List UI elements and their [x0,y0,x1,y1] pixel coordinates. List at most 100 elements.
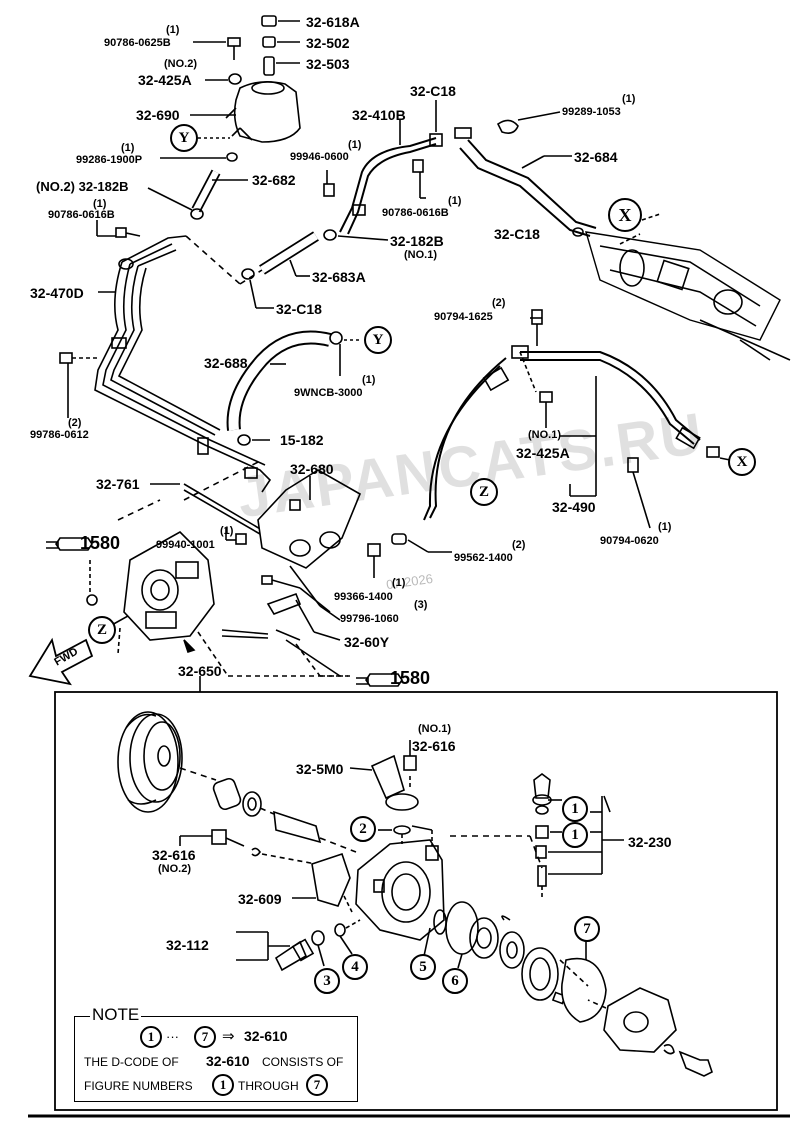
label-32-182B-right: 32-182B [390,233,444,249]
qty-99786-0612: (2) [68,417,82,429]
callout-1-b: 1 [562,822,588,848]
label-32-470D: 32-470D [30,285,84,301]
pump-housing [355,825,445,941]
qty-99940: (1) [220,525,234,537]
label-32-410B: 32-410B [352,107,406,123]
callout-5: 5 [410,954,436,980]
reservoir-tank [190,80,301,143]
label-32-490: 32-490 [552,499,596,515]
label-99286-1900P: 99286-1900P [76,154,143,166]
label-32-425A-right: 32-425A [516,445,570,461]
qty-9WNCB: (1) [362,374,376,386]
qualifier-no2-a: (NO.2) [164,58,197,70]
qty-99289: (1) [622,93,636,105]
label-32-616-top: 32-616 [412,738,456,754]
label-99366-1400: 99366-1400 [334,591,393,603]
qty-90786-0616B: (1) [93,198,107,210]
qty-90794-1625: (2) [492,297,506,309]
pressure-hose [367,309,731,578]
pump-pulley [117,711,183,813]
suction-hose [226,330,360,446]
label-32-182B-top: (NO.2) 32-182B [36,179,129,194]
qualifier-no2-b: (NO.2) [158,863,191,875]
callout-1-a: 1 [562,796,588,822]
label-32-C18-mid: 32-C18 [276,301,322,317]
note-line3-to: 7 [306,1074,328,1096]
label-32-683A: 32-683A [312,269,366,285]
qty-99286: (1) [121,142,135,154]
callout-x-right: X [728,448,756,476]
note-title: NOTE [90,1005,142,1024]
label-32-684: 32-684 [574,149,618,165]
qualifier-no1-a: (NO.1) [404,249,437,261]
return-hose-to-gear [454,111,597,237]
label-99562-1400: 99562-1400 [454,552,513,564]
note-circle-from: 1 [140,1026,162,1048]
label-99940-1001: 99940-1001 [156,539,215,551]
qualifier-no1-b: (NO.1) [528,429,561,441]
qty-90794-0620: (1) [658,521,672,533]
qualifier-32-616-top: (NO.1) [418,723,451,735]
callout-7: 7 [574,916,600,942]
note-target: 32-610 [244,1028,288,1044]
note-line3-pre: FIGURE NUMBERS [84,1079,193,1093]
ref-1580-bottom: 1580 [390,668,431,688]
label-32-650: 32-650 [178,663,222,679]
label-32-502: 32-502 [306,35,350,51]
label-32-616-left: 32-616 [152,847,196,863]
ref-1580-left: 1580 [80,533,121,553]
callout-3: 3 [314,968,340,994]
label-32-230: 32-230 [628,834,672,850]
callout-z-mid: Z [470,478,498,506]
return-hose [323,100,443,241]
label-32-503: 32-503 [306,56,350,72]
note-arrow: ⇒ [222,1028,235,1045]
flow-control-valve-parts [450,773,624,900]
label-32-609: 32-609 [238,891,282,907]
note-line3-mid: THROUGH [238,1079,299,1093]
callout-6: 6 [442,968,468,994]
label-32-5M0: 32-5M0 [296,761,344,777]
label-90786-0616B-right: 90786-0616B [382,207,449,219]
label-32-688: 32-688 [204,355,248,371]
note-range-dots: ··· [166,1029,179,1044]
qty-99946: (1) [348,139,362,151]
pump-bracket [225,469,362,569]
note-line3-from: 1 [212,1074,234,1096]
rotor-set [423,901,607,1023]
label-99946-0600: 99946-0600 [290,151,349,163]
label-32-618A: 32-618A [306,14,360,30]
qty-90786-0625B: (1) [166,24,180,36]
label-90786-0625B: 90786-0625B [104,37,171,49]
label-90794-0620: 90794-0620 [600,535,659,547]
label-32-761: 32-761 [96,476,140,492]
note-box [74,1016,358,1102]
label-90794-1625: 90794-1625 [434,311,493,323]
note-circle-to: 7 [194,1026,216,1048]
label-32-60Y: 32-60Y [344,634,390,650]
callout-y-mid: Y [364,326,392,354]
label-32-C18-right: 32-C18 [494,226,540,242]
steering-gear-box [585,213,791,361]
label-15-182: 15-182 [280,432,324,448]
label-32-680: 32-680 [290,461,334,477]
pressure-pipe-assembly [94,235,272,493]
callout-x-top: X [608,198,642,232]
label-32-C18-top: 32-C18 [410,83,456,99]
reservoir-cap-parts [193,15,300,85]
label-32-425A-top: 32-425A [138,72,192,88]
qty-99796: (3) [414,599,428,611]
label-32-682: 32-682 [252,172,296,188]
label-9WNCB-3000: 9WNCB-3000 [294,387,363,399]
note-line2-code: 32-610 [206,1053,250,1069]
label-32-690: 32-690 [136,107,180,123]
label-99289-1053: 99289-1053 [562,106,621,118]
note-line2-post: CONSISTS OF [262,1055,344,1069]
label-99786-0612: 99786-0612 [30,429,89,441]
label-90786-0616B: 90786-0616B [48,209,115,221]
qty-99366: (1) [392,577,406,589]
note-line2-pre: THE D-CODE OF [84,1055,179,1069]
callout-2: 2 [350,816,376,842]
